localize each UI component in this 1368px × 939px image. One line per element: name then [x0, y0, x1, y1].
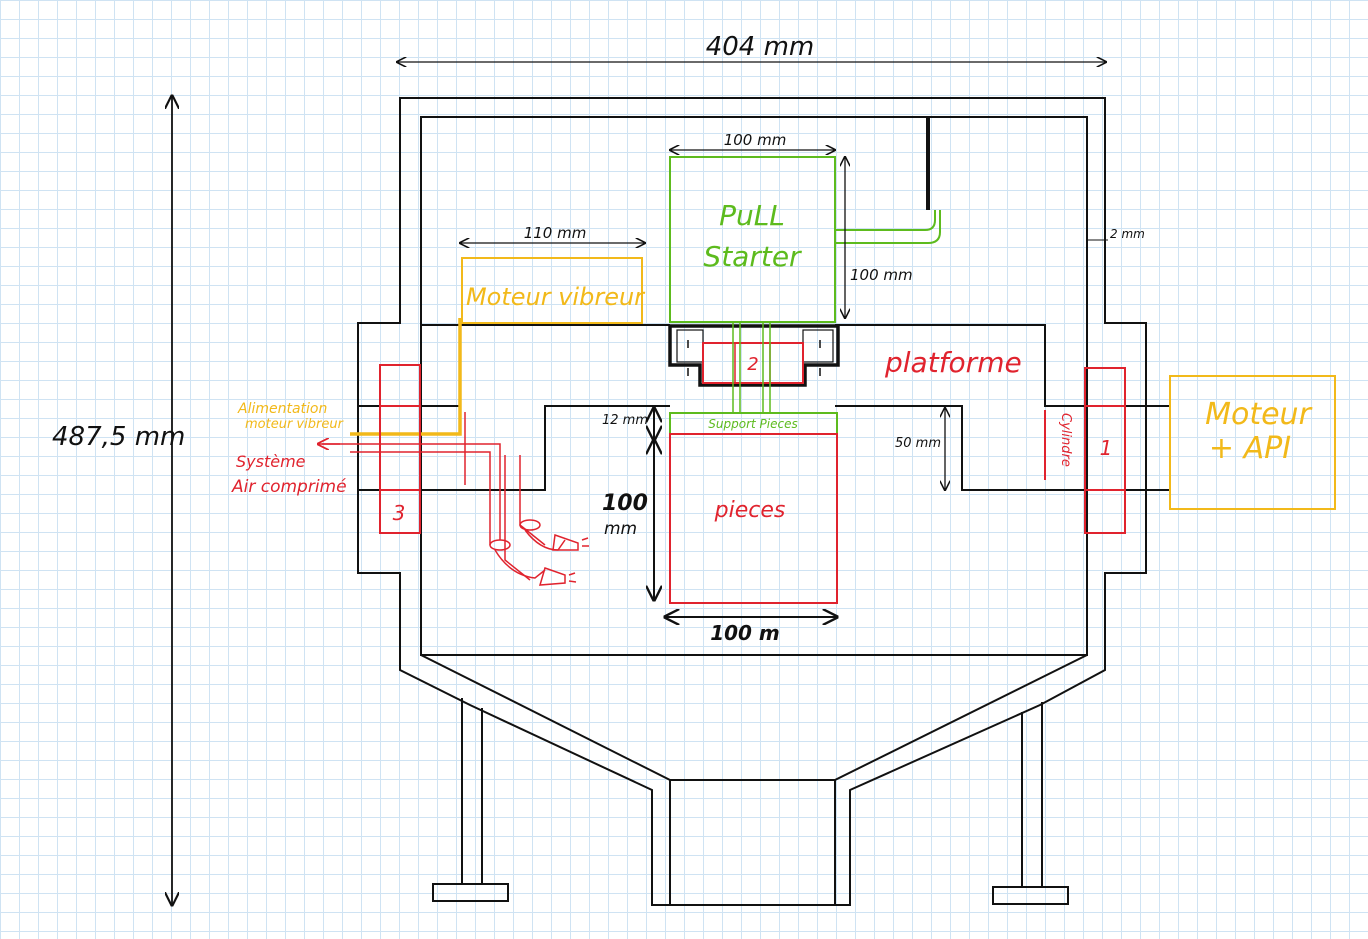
label-moteur-api-1: Moteur — [1205, 397, 1312, 432]
label-moteur-vibreur: Moteur vibreur — [466, 283, 646, 311]
label-support-gap: 12 mm — [602, 413, 648, 428]
platform-channel — [358, 324, 1170, 491]
support-rods — [732, 322, 771, 412]
label-pull-line2: Starter — [703, 240, 802, 273]
label-pull-height: 100 mm — [850, 266, 913, 284]
label-wall: 2 mm — [1110, 227, 1145, 241]
label-num1: 1 — [1100, 436, 1113, 460]
frame-outer — [357, 97, 1147, 906]
label-pieces: pieces — [714, 498, 786, 523]
pull-starter-box — [669, 156, 836, 323]
label-support-pieces: Support Pieces — [708, 417, 797, 431]
bracket-dashes — [687, 340, 821, 376]
label-pieces-width: 100 m — [710, 621, 780, 645]
moteur-vibreur-box — [461, 257, 643, 324]
label-pull-width: 100 mm — [724, 131, 787, 149]
label-height-total: 487,5 mm — [52, 422, 185, 452]
moteur-api-box — [1169, 375, 1336, 510]
label-moteur-api-2: + API — [1209, 431, 1291, 466]
label-pull-line1: PuLL — [719, 199, 785, 232]
label-systeme-2: Air comprimé — [231, 477, 347, 497]
label-platforme: platforme — [884, 346, 1022, 379]
label-systeme-1: Système — [236, 452, 306, 471]
label-num2: 2 — [747, 354, 758, 375]
label-vibreur-width: 110 mm — [524, 224, 587, 242]
label-cylindre: Cylindre — [1058, 413, 1073, 467]
cylinder-1 — [1044, 367, 1126, 534]
label-pieces-height-2: mm — [604, 519, 637, 539]
bracket-right-pad — [802, 329, 834, 363]
leg-left — [432, 698, 509, 902]
label-alim-2: moteur vibreur — [245, 417, 345, 432]
label-width-total: 404 mm — [706, 32, 815, 62]
label-pieces-height-1: 100 — [602, 491, 648, 516]
bracket-left-pad — [676, 329, 704, 363]
air-tubes — [322, 412, 589, 586]
cylinder-3 — [379, 364, 421, 534]
label-slot-height: 50 mm — [895, 436, 941, 451]
label-num3: 3 — [393, 501, 406, 525]
label-alim-1: Alimentation — [237, 401, 327, 417]
hopper — [420, 654, 1088, 905]
pieces-box — [669, 433, 838, 604]
pull-linkage — [835, 210, 941, 244]
leg-right — [992, 702, 1069, 905]
platform-bracket — [668, 324, 840, 387]
cylinder-2 — [702, 342, 804, 384]
vibreur-power-line — [350, 318, 462, 436]
